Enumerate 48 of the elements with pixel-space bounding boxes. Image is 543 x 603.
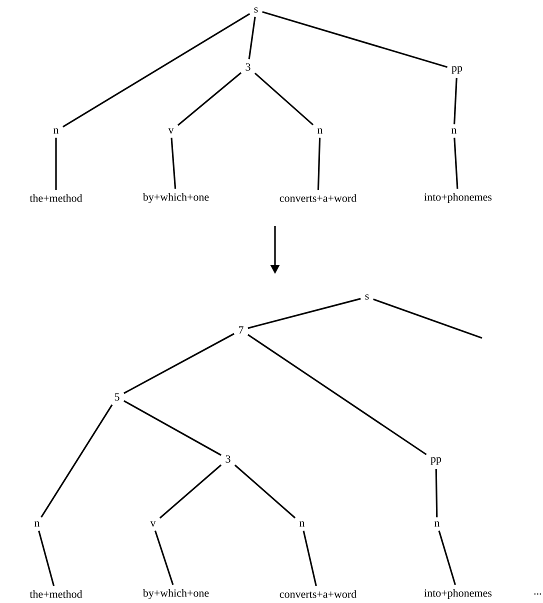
tree-branch <box>373 298 482 339</box>
tree-word: converts+a+word <box>280 194 356 202</box>
tree-branch <box>124 400 222 456</box>
category-label: n <box>34 521 40 527</box>
tree-word: the+method <box>30 194 82 202</box>
ellipsis: ... <box>534 593 542 595</box>
category-label: s <box>254 7 258 13</box>
tree-branch <box>454 78 458 124</box>
tree-branch <box>248 298 361 329</box>
tree-branch <box>55 138 57 190</box>
category-label: n <box>434 521 440 527</box>
tree-branch <box>62 13 250 128</box>
tree-branch <box>435 468 438 518</box>
tree-word: converts+a+word <box>280 590 356 598</box>
tree-branch <box>40 404 113 518</box>
category-label: pp <box>452 66 462 74</box>
tree-branch <box>177 72 242 126</box>
tree-branch <box>170 138 176 189</box>
tree-word: into+phonemes <box>424 193 492 203</box>
category-label: 7 <box>238 326 244 334</box>
tree-branch <box>254 72 314 126</box>
tree-word: by+which+one <box>142 193 209 203</box>
tree-word: by+which+one <box>142 589 209 599</box>
tree-branch <box>262 11 448 68</box>
category-label: 5 <box>114 393 120 401</box>
tree-word: into+phonemes <box>424 589 492 599</box>
category-label: s <box>365 294 369 300</box>
tree-branch <box>302 530 317 586</box>
tree-branch <box>154 530 174 586</box>
tree-branch <box>124 333 234 394</box>
tree-branch <box>248 16 256 60</box>
tree-branch <box>248 334 427 456</box>
tree-branch <box>317 138 321 190</box>
tree-branch <box>159 464 222 519</box>
tree-branch <box>454 138 458 189</box>
category-label: v <box>150 521 156 527</box>
category-label: v <box>168 128 174 134</box>
tree-branch <box>438 530 456 586</box>
category-label: 3 <box>226 455 230 463</box>
category-label: n <box>318 128 323 134</box>
category-label: n <box>452 128 457 134</box>
tree-branch <box>38 530 55 586</box>
category-label: n <box>54 128 59 134</box>
tree-branch <box>234 464 296 518</box>
category-label: 3 <box>246 63 250 71</box>
category-label: n <box>300 521 305 527</box>
tree-word: the+method <box>30 590 82 598</box>
category-label: pp <box>430 457 442 465</box>
